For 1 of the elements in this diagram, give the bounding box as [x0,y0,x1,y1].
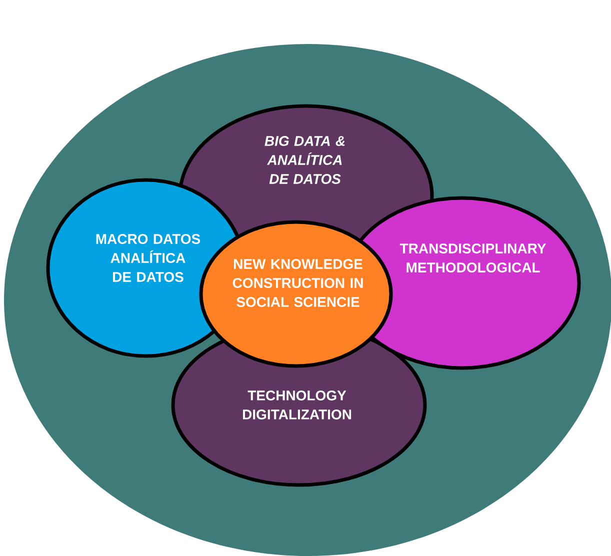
oval: NEW KNOWLEDGE CONSTRUCTION IN SOCIAL SCIENCIE [199,220,393,368]
